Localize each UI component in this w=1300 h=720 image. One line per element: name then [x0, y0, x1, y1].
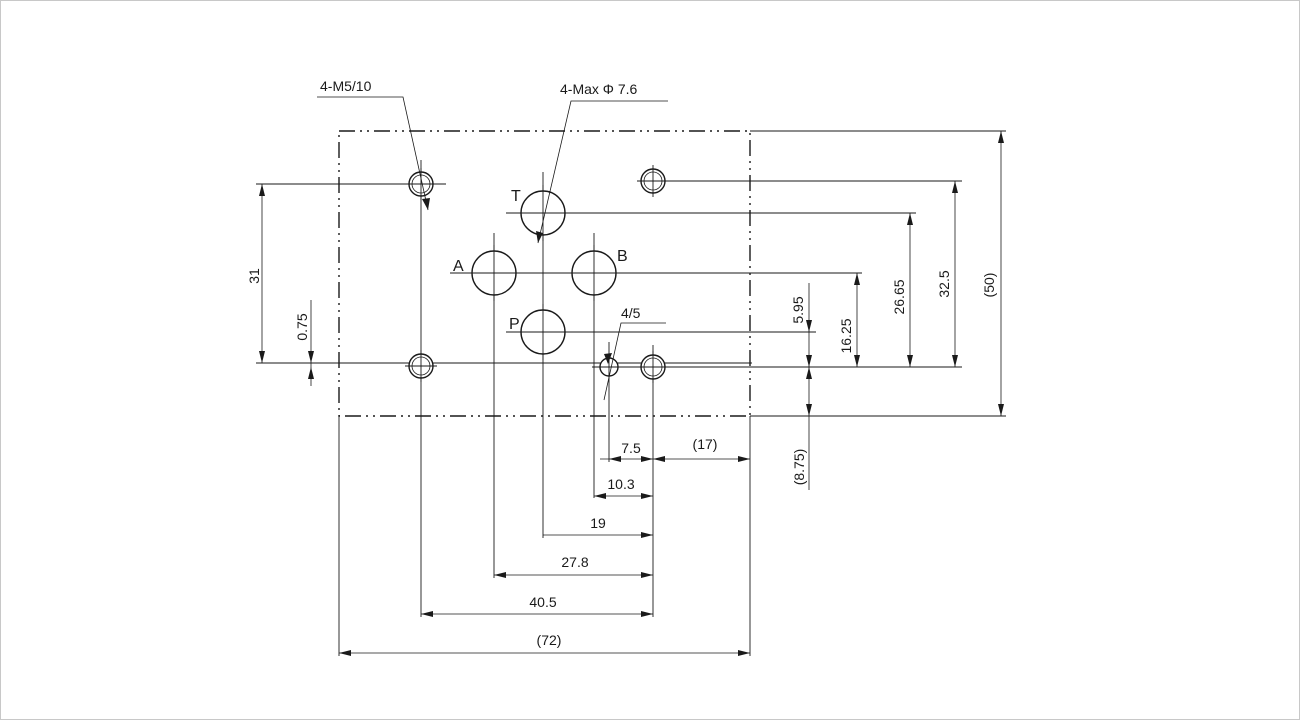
dim-7.5-label: 7.5	[621, 440, 641, 456]
port-label-p: P	[509, 316, 520, 333]
thread-callout-label: 4-M5/10	[320, 78, 372, 94]
pin-callout-label: 4/5	[621, 305, 641, 321]
dim-31-label: 31	[246, 268, 262, 284]
dim-27.8	[494, 572, 653, 578]
dim-72-label: (72)	[537, 632, 562, 648]
dim-16.25-label: 16.25	[838, 318, 854, 353]
port-label-a: A	[453, 258, 464, 275]
dim-19	[543, 532, 653, 538]
dim-31	[259, 184, 265, 363]
dim-17	[653, 456, 750, 462]
port-diameter-callout-label: 4-Max Φ 7.6	[560, 81, 638, 97]
dim-26.65	[907, 213, 913, 367]
plate-outline	[338, 130, 751, 417]
dim-7.5	[600, 456, 653, 462]
dim-16.25	[854, 273, 860, 367]
dim-10.3	[594, 493, 653, 499]
port-label-t: T	[511, 188, 521, 205]
dim-72	[339, 650, 750, 656]
dim-17-label: (17)	[693, 436, 718, 452]
dim-40.5	[421, 611, 653, 617]
dim-50-label: (50)	[981, 273, 997, 298]
dim-8.75-label: (8.75)	[791, 449, 807, 486]
dim-8.75	[806, 367, 812, 490]
dim-32.5-label: 32.5	[936, 270, 952, 297]
dim-5.95-label: 5.95	[790, 296, 806, 323]
dim-5.95	[806, 283, 812, 367]
dim-19-label: 19	[590, 515, 606, 531]
dim-50	[998, 131, 1004, 416]
port-label-b: B	[617, 248, 628, 265]
dim-0.75-label: 0.75	[294, 313, 310, 340]
dim-27.8-label: 27.8	[561, 554, 588, 570]
dim-10.3-label: 10.3	[607, 476, 634, 492]
dim-0.75	[308, 300, 314, 386]
dim-32.5	[952, 181, 958, 367]
dim-26.65-label: 26.65	[891, 279, 907, 314]
extension-lines	[256, 130, 1006, 656]
callout-leaders	[317, 96, 668, 401]
dim-40.5-label: 40.5	[529, 594, 556, 610]
holes	[405, 165, 669, 383]
